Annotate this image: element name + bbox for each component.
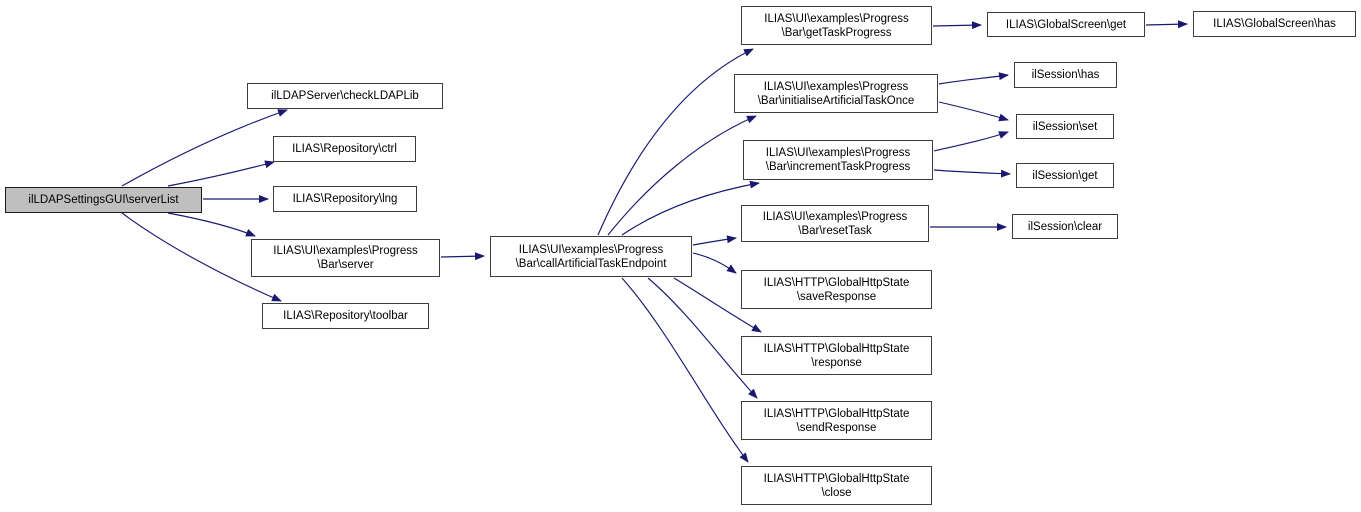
node-label: ILIAS\GlobalScreen\has xyxy=(1213,18,1336,30)
node-progress-bar-gettaskprogress[interactable]: ILIAS\UI\examples\Progress \Bar\getTaskP… xyxy=(741,6,932,45)
edge-call-resettask xyxy=(692,235,737,246)
node-label: ilSession\get xyxy=(1032,169,1098,182)
edge-call-incrementtaskprogress xyxy=(621,180,760,236)
node-globalhttpstate-close[interactable]: ILIAS\HTTP\GlobalHttpState \close xyxy=(741,466,932,505)
node-label: ilLDAPServer\checkLDAPLib xyxy=(271,90,419,102)
node-ilias-repository-ctrl[interactable]: ILIAS\Repository\ctrl xyxy=(273,136,416,162)
node-label: \sendResponse xyxy=(796,421,877,434)
edge-serverlist-toolbar xyxy=(121,212,282,302)
node-globalhttpstate-response[interactable]: ILIAS\HTTP\GlobalHttpState \response xyxy=(741,336,932,375)
edge-call-response xyxy=(673,277,762,333)
node-label: ILIAS\HTTP\GlobalHttpState xyxy=(763,407,910,420)
node-label: ILIAS\UI\examples\Progress xyxy=(762,210,908,223)
node-label: ilLDAPSettingsGUI\serverList xyxy=(28,194,179,206)
node-label: ILIAS\Repository\lng xyxy=(292,193,398,205)
node-label: ILIAS\Repository\ctrl xyxy=(292,143,397,155)
edge-increment-sessionset xyxy=(933,131,1009,152)
node-ilsession-has[interactable]: ilSession\has xyxy=(1014,62,1117,88)
edge-call-saveresponse xyxy=(692,252,737,274)
node-globalhttpstate-sendresponse[interactable]: ILIAS\HTTP\GlobalHttpState \sendResponse xyxy=(741,401,932,440)
edge-call-sendresponse xyxy=(647,277,758,399)
node-label: \Bar\callArtificialTaskEndpoint xyxy=(515,257,667,270)
edge-globalscreenget-globalscreenhas xyxy=(1145,20,1188,29)
node-ilias-repository-toolbar[interactable]: ILIAS\Repository\toolbar xyxy=(262,303,429,329)
edge-serverlist-ctrl xyxy=(167,160,275,187)
edge-barserver-callartificialtaskendpoint xyxy=(440,252,485,261)
node-label: ILIAS\Repository\toolbar xyxy=(283,310,408,322)
node-illdapsettingsgui-serverlist: ilLDAPSettingsGUI\serverList xyxy=(5,187,202,213)
node-label: ILIAS\HTTP\GlobalHttpState xyxy=(763,342,910,355)
node-label: ILIAS\UI\examples\Progress xyxy=(273,245,418,257)
node-label: \Bar\resetTask xyxy=(798,224,872,237)
edge-initialise-sessionhas xyxy=(938,72,1009,85)
node-progress-bar-resettask[interactable]: ILIAS\UI\examples\Progress \Bar\resetTas… xyxy=(741,205,929,242)
node-label: ILIAS\UI\examples\Progress xyxy=(764,12,909,25)
node-label: \Bar\incrementTaskProgress xyxy=(765,161,911,173)
node-label: ILIAS\GlobalScreen\get xyxy=(1005,18,1127,31)
edge-initialise-sessionset xyxy=(938,101,1009,122)
edge-serverlist-checkldaplib xyxy=(121,109,288,187)
edge-gettaskprogress-globalscreenget xyxy=(932,21,982,30)
node-label: \Bar\server xyxy=(317,259,374,271)
node-progress-bar-incrementtaskprogress[interactable]: ILIAS\UI\examples\Progress \Bar\incremen… xyxy=(743,140,933,180)
node-label: \saveResponse xyxy=(796,290,877,303)
node-label: ilSession\has xyxy=(1031,69,1100,81)
node-progress-bar-server[interactable]: ILIAS\UI\examples\Progress \Bar\server xyxy=(251,239,440,277)
edge-call-close xyxy=(621,277,749,463)
edge-serverlist-barserver xyxy=(167,212,256,237)
node-illdapserver-checkldaplib[interactable]: ilLDAPServer\checkLDAPLib xyxy=(247,83,443,109)
node-globalscreen-has[interactable]: ILIAS\GlobalScreen\has xyxy=(1193,11,1356,37)
node-ilias-repository-lng[interactable]: ILIAS\Repository\lng xyxy=(273,186,417,212)
node-progress-bar-callartificialtaskendpoint[interactable]: ILIAS\UI\examples\Progress \Bar\callArti… xyxy=(490,236,692,277)
edge-increment-sessionget xyxy=(933,169,1011,178)
node-label: ILIAS\UI\examples\Progress xyxy=(763,80,909,93)
node-label: ilSession\set xyxy=(1032,120,1098,133)
edge-call-initialiseartificialtaskonce xyxy=(607,115,757,236)
node-globalscreen-get[interactable]: ILIAS\GlobalScreen\get xyxy=(987,12,1145,37)
node-label: \Bar\getTaskProgress xyxy=(781,26,892,39)
node-label: ilSession\clear xyxy=(1027,220,1103,233)
node-ilsession-set[interactable]: ilSession\set xyxy=(1016,114,1114,139)
node-label: \response xyxy=(811,356,862,369)
node-label: ILIAS\UI\examples\Progress xyxy=(765,147,911,159)
node-progress-bar-initialiseartificialtaskonce[interactable]: ILIAS\UI\examples\Progress \Bar\initiali… xyxy=(734,74,938,113)
node-globalhttpstate-saveresponse[interactable]: ILIAS\HTTP\GlobalHttpState \saveResponse xyxy=(741,270,932,309)
node-label: ILIAS\UI\examples\Progress xyxy=(518,243,664,256)
node-label: ILIAS\HTTP\GlobalHttpState xyxy=(763,472,910,485)
node-label: \Bar\initialiseArtificialTaskOnce xyxy=(757,94,915,107)
node-ilsession-clear[interactable]: ilSession\clear xyxy=(1012,214,1118,239)
edge-call-gettaskprogress xyxy=(597,48,754,236)
node-label: \close xyxy=(821,486,852,499)
node-label: ILIAS\HTTP\GlobalHttpState xyxy=(763,276,910,289)
node-ilsession-get[interactable]: ilSession\get xyxy=(1016,163,1114,188)
